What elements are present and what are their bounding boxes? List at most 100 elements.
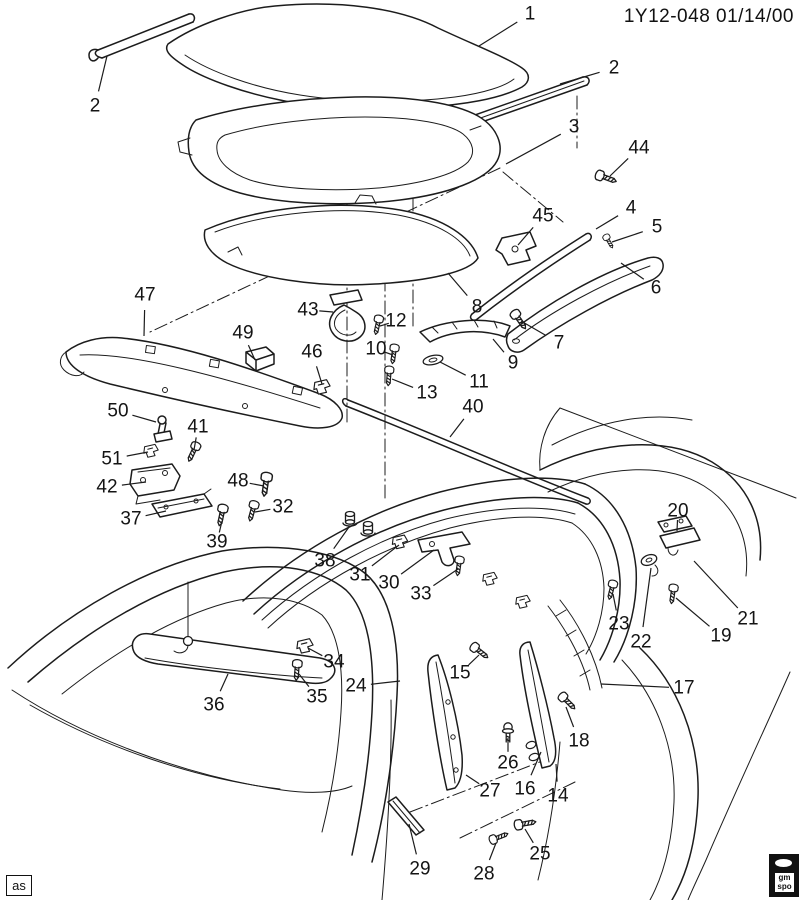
leader-line-32 <box>254 508 271 513</box>
leader-line-40 <box>449 418 465 438</box>
leader-line-39 <box>218 520 223 533</box>
callout-33: 33 <box>410 584 431 605</box>
sun-visor <box>131 581 336 685</box>
callout-7: 7 <box>554 333 565 354</box>
callout-31: 31 <box>349 565 370 586</box>
leader-line-44 <box>609 157 629 177</box>
bracket-37 <box>151 488 213 518</box>
strip-29 <box>387 796 425 836</box>
leader-line-25 <box>524 828 534 844</box>
leader-line-38 <box>333 526 350 550</box>
leader-line-10 <box>383 351 394 356</box>
callout-18: 18 <box>568 731 589 752</box>
callout-30: 30 <box>378 573 399 594</box>
leader-line-30 <box>400 549 435 575</box>
callout-39: 39 <box>206 532 227 553</box>
callout-40: 40 <box>462 397 483 418</box>
leader-line-24 <box>370 680 401 685</box>
leader-line-27 <box>465 774 480 785</box>
leader-line-2 <box>97 55 108 92</box>
leader-line-46 <box>315 366 323 385</box>
roof-hook <box>328 289 366 342</box>
trim-panel <box>59 336 343 429</box>
leader-line-22 <box>642 567 652 628</box>
callout-50: 50 <box>107 401 128 422</box>
callout-9: 9 <box>508 353 519 374</box>
revision-box: as <box>6 875 32 896</box>
leader-line-43 <box>319 310 334 313</box>
leader-line-51 <box>126 451 149 457</box>
car-body <box>7 407 797 900</box>
weatherstrip-left <box>88 13 196 62</box>
leader-line-11 <box>439 361 466 376</box>
leader-line-23 <box>612 593 617 611</box>
roof-frame-panel <box>177 96 501 205</box>
callout-24: 24 <box>345 676 367 697</box>
callout-14: 14 <box>547 786 569 807</box>
pillar-trim-27 <box>427 654 463 791</box>
leader-line-12 <box>379 322 389 327</box>
leader-line-18 <box>565 706 575 728</box>
callout-13: 13 <box>416 383 437 404</box>
side-rail-molding <box>469 232 664 353</box>
leader-line-2 <box>559 71 600 85</box>
gm-spo-text: gm spo <box>774 872 795 893</box>
leader-line-28 <box>488 842 497 861</box>
leader-line-8 <box>447 272 468 296</box>
roof-panel <box>165 3 530 110</box>
callout-45: 45 <box>532 206 553 227</box>
leader-line-33 <box>433 568 459 587</box>
callout-20: 20 <box>667 501 688 522</box>
callout-28: 28 <box>473 864 494 885</box>
retainer-45 <box>495 231 537 266</box>
leader-line-4 <box>595 215 619 230</box>
leader-line-50 <box>132 414 157 423</box>
leader-line-7 <box>520 320 547 337</box>
callout-3: 3 <box>569 117 580 138</box>
callout-17: 17 <box>673 678 694 699</box>
callout-46: 46 <box>301 342 322 363</box>
callout-42: 42 <box>96 477 117 498</box>
leader-line-37 <box>145 510 167 517</box>
leader-line-42 <box>121 481 147 486</box>
callout-34: 34 <box>323 652 345 673</box>
leader-line-6 <box>620 262 645 280</box>
callout-5: 5 <box>652 217 663 238</box>
leader-line-1 <box>478 21 518 47</box>
callout-2: 2 <box>90 96 101 117</box>
leader-line-34 <box>307 647 323 657</box>
callout-51: 51 <box>101 449 122 470</box>
leader-line-9 <box>492 338 505 353</box>
callout-27: 27 <box>479 781 500 802</box>
callout-48: 48 <box>227 471 248 492</box>
headliner-panel <box>203 204 479 286</box>
leader-line-15 <box>468 654 480 666</box>
fasteners <box>143 168 680 846</box>
callout-26: 26 <box>497 753 518 774</box>
leader-line-49 <box>247 344 256 361</box>
pillar-trim-14 <box>519 641 557 769</box>
leader-line-29 <box>408 823 417 855</box>
callout-2: 2 <box>609 58 620 79</box>
callout-36: 36 <box>203 695 224 716</box>
grommet-22 <box>640 553 659 577</box>
callout-29: 29 <box>409 859 430 880</box>
leader-line-31 <box>371 544 400 567</box>
callout-35: 35 <box>306 687 327 708</box>
bracket-30 <box>417 531 471 567</box>
leader-line-35 <box>298 673 310 687</box>
callout-12: 12 <box>385 311 406 332</box>
callout-38: 38 <box>314 551 335 572</box>
callout-16: 16 <box>514 779 535 800</box>
callout-15: 15 <box>449 663 470 684</box>
callout-11: 11 <box>469 372 489 393</box>
callout-23: 23 <box>608 614 629 635</box>
callout-8: 8 <box>472 297 483 318</box>
callout-6: 6 <box>651 278 662 299</box>
callout-1: 1 <box>525 4 536 25</box>
callout-25: 25 <box>529 844 550 865</box>
molding-strip <box>341 397 591 505</box>
callout-44: 44 <box>628 138 650 159</box>
